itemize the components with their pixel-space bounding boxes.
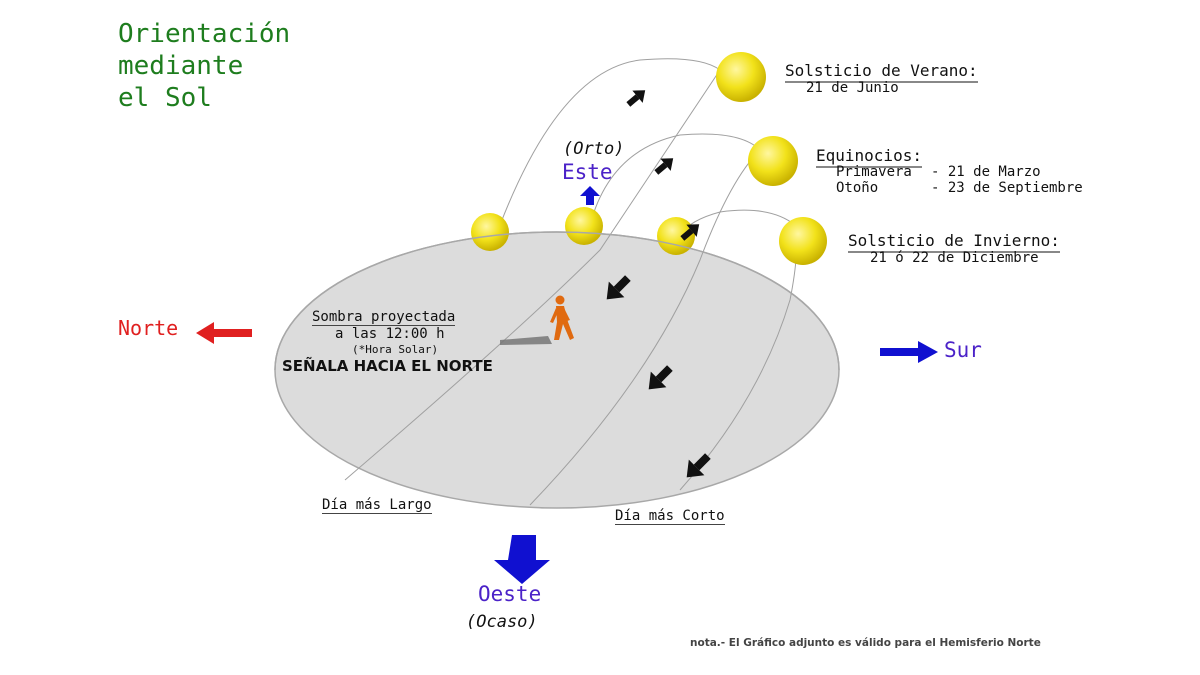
- equinox-spring-name: Primavera: [836, 164, 912, 180]
- south-label: Sur: [944, 338, 982, 362]
- sun-winter-noon: [779, 217, 827, 265]
- path-arrow-down-3: [686, 453, 711, 478]
- title-line-2: mediante: [118, 51, 244, 81]
- winter-solstice-date: 21 ó 22 de Diciembre: [870, 250, 1039, 266]
- shadow-text-3: (*Hora Solar): [352, 343, 439, 356]
- summer-solstice-date: 21 de Junio: [806, 80, 899, 96]
- east-arrow: [580, 186, 600, 205]
- longest-day-label: Día más Largo: [322, 497, 432, 514]
- path-arrow-up-2: [654, 158, 674, 175]
- north-label: Norte: [118, 316, 179, 340]
- west-arrow: [494, 535, 550, 584]
- path-arrow-up-3: [680, 224, 700, 241]
- winter-solstice-heading: Solsticio de Invierno:: [848, 231, 1060, 253]
- sun-winter-rise: [657, 217, 695, 255]
- sun-equinox-rise: [565, 207, 603, 245]
- west-label: Oeste: [478, 582, 542, 606]
- west-note: (Ocaso): [466, 612, 538, 632]
- title-line-1: Orientación: [118, 19, 291, 49]
- equinox-sun-path: [529, 133, 761, 506]
- shadow-text-4: SEÑALA HACIA EL NORTE: [282, 357, 493, 375]
- sun-summer-noon: [716, 52, 766, 102]
- equinox-autumn-date: - 23 de Septiembre: [931, 180, 1083, 196]
- shortest-day-label: Día más Corto: [615, 508, 725, 525]
- equinox-autumn-name: Otoño: [836, 180, 879, 196]
- shadow-text-1: Sombra proyectada: [312, 309, 456, 326]
- north-arrow: [196, 322, 252, 344]
- path-arrow-up-1: [626, 90, 646, 107]
- south-arrow: [880, 341, 938, 363]
- person-figure: [500, 295, 574, 345]
- path-arrow-down-2: [648, 365, 673, 390]
- equinox-spring-date: - 21 de Marzo: [931, 164, 1041, 180]
- east-note: (Orto): [563, 139, 625, 159]
- sun-summer-rise: [471, 213, 509, 251]
- title-line-3: el Sol: [118, 83, 212, 113]
- footnote: nota.- El Gráfico adjunto es válido para…: [690, 637, 1041, 649]
- east-label: Este: [562, 160, 613, 184]
- equinox-heading: Equinocios:: [816, 146, 922, 168]
- path-arrow-down-1: [606, 275, 631, 300]
- summer-solstice-heading: Solsticio de Verano:: [785, 61, 978, 83]
- shadow-text-2: a las 12:00 h: [335, 326, 445, 342]
- horizon-edge: [274, 231, 840, 371]
- sun-equinox-noon: [748, 136, 798, 186]
- summer-sun-path: [344, 58, 721, 481]
